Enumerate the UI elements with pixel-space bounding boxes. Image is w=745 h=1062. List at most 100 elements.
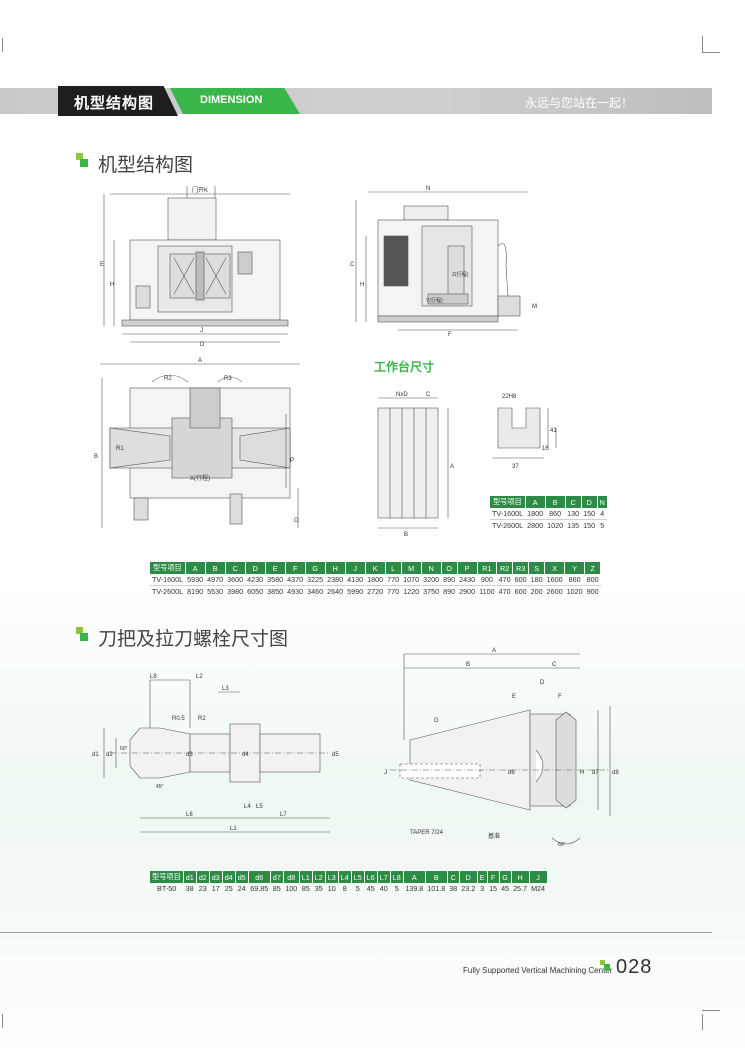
table-cell: 2720 — [367, 587, 384, 596]
table-cell: 85 — [272, 884, 281, 893]
front-view-drawing: 门开K E H J D — [100, 186, 290, 348]
table-cell: TV-2600L — [492, 521, 524, 530]
main-spec-header-cell: R1 — [477, 562, 498, 574]
tool-spec-header-cell: G — [499, 871, 512, 883]
front-label-e: E — [100, 262, 104, 268]
stud-label-l2: L2 — [196, 674, 203, 680]
main-spec-header-cell: N — [421, 562, 442, 574]
table-cell: 15 — [489, 884, 498, 893]
stud-label-l7: L7 — [280, 812, 287, 818]
tool-spec-header-cell: D — [459, 871, 478, 883]
table-cell: 85 — [301, 884, 310, 893]
tool-spec-header-cell: d4 — [222, 871, 236, 883]
table-cell: 4 — [597, 508, 608, 520]
table-cell: 5 — [600, 521, 605, 530]
taper-label-j: J — [384, 770, 387, 776]
worktable-label-c: C — [426, 392, 431, 398]
worktable-spec-header-cell: C — [565, 496, 582, 508]
table-cell: 900 — [477, 574, 497, 586]
worktable-spec-header-cell: D — [581, 496, 598, 508]
table-cell: 8 — [342, 884, 347, 893]
table-cell: 69.85 — [250, 884, 269, 893]
table-cell: TV-2600L — [152, 587, 184, 596]
front-label-d: D — [200, 342, 205, 348]
main-spec-header-cell: R3 — [512, 562, 530, 574]
table-cell: 23 — [198, 884, 207, 893]
tool-spec-header-cell: d1 — [183, 871, 197, 883]
table-cell: M24 — [531, 884, 546, 893]
side-view-drawing: N C H M F Y(行程) Z(行程) — [350, 186, 537, 338]
crop-mark-left-bottom — [2, 1014, 3, 1028]
side-label-c: C — [350, 262, 355, 268]
tool-spec-header-cell: L3 — [325, 871, 339, 883]
main-spec-header-cell: S — [528, 562, 546, 574]
stud-label-l3: L3 — [222, 686, 229, 692]
table-cell: 470 — [496, 574, 513, 586]
table-cell: 2430 — [457, 574, 478, 586]
main-spec-header-cell: K — [365, 562, 386, 574]
table-cell: 4370 — [285, 574, 306, 586]
tool-spec-table: 型号项目 d1 d2 d3 d4 d5 d6 d7 d8 L1 L2 L3 L4… — [150, 871, 548, 894]
taper-label-d: D — [540, 680, 545, 686]
main-spec-header-cell: X — [544, 562, 566, 574]
taper-label-g: G — [434, 718, 439, 724]
table-cell: 3850 — [267, 587, 284, 596]
header-slogan: 永远与您站在一起！ — [524, 96, 633, 110]
stud-label-l1: L1 — [230, 826, 237, 832]
table-cell: 5930 — [185, 574, 206, 586]
front-door-label: 门开K — [192, 186, 208, 194]
tslot-label-37: 37 — [512, 464, 519, 470]
main-spec-header-cell: 型号项目 — [150, 562, 186, 574]
header-title-cn: 机型结构图 — [58, 86, 178, 116]
stud-label-d4: d4 — [242, 752, 249, 758]
table-row: TV-1600L 5930 4970 3600 4230 3580 4370 3… — [150, 574, 601, 586]
main-spec-header-cell: F — [285, 562, 306, 574]
table-cell: 600 — [514, 587, 527, 596]
stud-label-l8: L8 — [150, 674, 157, 680]
tool-spec-header-cell: F — [487, 871, 500, 883]
table-cell: 25 — [224, 884, 233, 893]
tool-spec-header-cell: E — [477, 871, 488, 883]
stud-label-l6: L6 — [186, 812, 193, 818]
tool-spec-header-cell: d3 — [209, 871, 223, 883]
tool-spec-header-cell: J — [529, 871, 548, 883]
top-label-p: P — [290, 458, 294, 464]
table-cell: 1070 — [401, 574, 422, 586]
section1-title: 机型结构图 — [98, 155, 194, 176]
main-spec-header-cell: J — [345, 562, 366, 574]
top-view-drawing: A B P O R1 R2 R3 X(行程) — [94, 358, 300, 528]
table-cell: 1220 — [403, 587, 420, 596]
table-cell: 4930 — [287, 587, 304, 596]
table-cell: 25.7 — [513, 884, 528, 893]
tslot-label-16: 16 — [542, 446, 549, 452]
table-cell: 6050 — [247, 587, 264, 596]
main-spec-header-cell: Y — [564, 562, 586, 574]
header-title-cn-text: 机型结构图 — [74, 95, 155, 112]
worktable-spec-table: 型号项目 A B C D N TV-1600L 1800 860 130 150… — [490, 496, 608, 531]
table-cell: 1600 — [544, 574, 565, 586]
stud-label-d2: d2 — [106, 752, 113, 758]
crop-mark-top-right-h — [702, 52, 720, 53]
table-row: TV-2600L 8190 5530 3980 6050 3850 4930 3… — [150, 586, 601, 598]
worktable-spec-header-cell: 型号项目 — [490, 496, 526, 508]
table-cell: 2900 — [459, 587, 476, 596]
table-cell: 40 — [379, 884, 388, 893]
table-cell: 24 — [237, 884, 246, 893]
taper-label-f: F — [558, 694, 562, 700]
table-cell: 890 — [443, 587, 456, 596]
taper-label-h: H — [580, 770, 584, 776]
taper-label-c: C — [552, 662, 557, 668]
taper-label-d8: d8 — [612, 770, 619, 776]
stud-label-l4: L4 — [244, 804, 251, 810]
side-label-m: M — [532, 304, 537, 310]
table-cell: 2800 — [527, 521, 544, 530]
tool-spec-header-cell: L7 — [377, 871, 391, 883]
main-spec-header-cell: D — [245, 562, 266, 574]
tool-spec-header-cell: d2 — [196, 871, 210, 883]
table-cell: 1020 — [566, 587, 583, 596]
table-cell: 2640 — [327, 587, 344, 596]
taper-label-60deg: 60° — [558, 842, 566, 848]
table-cell: 45 — [366, 884, 375, 893]
table-cell: 4970 — [205, 574, 226, 586]
side-label-z: Z(行程) — [452, 271, 469, 278]
